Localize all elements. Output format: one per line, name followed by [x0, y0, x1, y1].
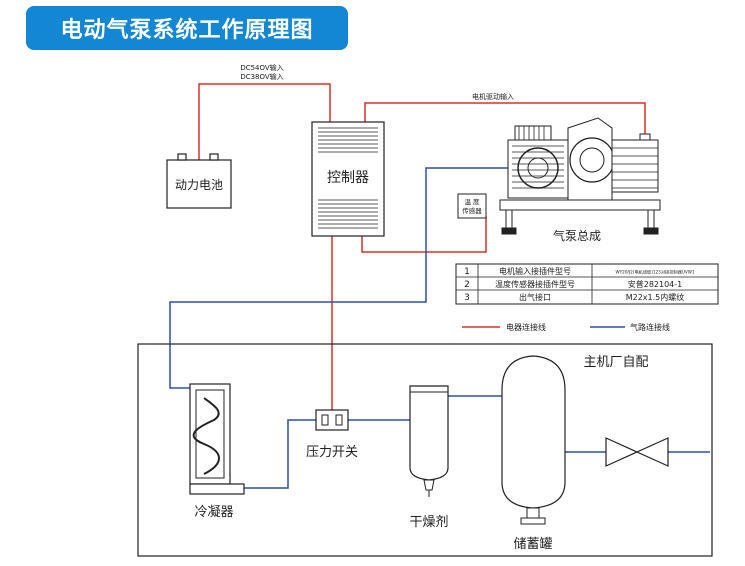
motor-drive-label: 电机驱动输入 — [472, 92, 514, 101]
dryer-label: 干燥剂 — [409, 515, 448, 530]
diagram-title: 电动气泵系统工作原理图 — [60, 18, 314, 43]
spec-row-1-no: 1 — [464, 267, 470, 277]
spec-row-2-item: 温度传感器接插件型号 — [495, 279, 575, 289]
legend-air-label: 气路连接线 — [630, 322, 670, 332]
spec-row-3-item: 出气接口 — [519, 292, 551, 302]
temp-sensor-line — [361, 216, 487, 253]
storage-tank-label: 储蓄罐 — [513, 537, 552, 552]
title-banner: 电动气泵系统工作原理图 — [26, 6, 348, 50]
battery-block: 动力电池 — [166, 153, 232, 209]
storage-tank: 储蓄罐 — [501, 355, 566, 552]
pressure-switch: 压力开关 — [306, 409, 358, 460]
spec-row-2-no: 2 — [464, 280, 470, 290]
spec-row-2-value: 安普282104-1 — [628, 279, 683, 289]
pump-assembly-label: 气泵总成 — [553, 228, 601, 243]
temp-sensor-box: 温 度 传感器 — [457, 193, 487, 219]
temp-sensor-label-1: 温 度 — [464, 197, 480, 206]
spec-row-3-no: 3 — [464, 293, 470, 303]
spec-row-1-item: 电机输入接插件型号 — [499, 266, 571, 276]
oem-region-label: 主机厂自配 — [583, 355, 648, 370]
spec-table: 1 电机输入接插件型号 WY20/J2(电机线缆)123对接控制器UVW1 2 … — [455, 263, 719, 305]
air-connections — [169, 167, 710, 489]
power-input-line — [198, 83, 331, 160]
pump-housing — [567, 117, 613, 201]
electric-connections — [198, 83, 646, 410]
pump-assembly — [499, 117, 661, 235]
condenser-to-switch-line — [244, 419, 316, 489]
oem-region-frame — [137, 343, 713, 557]
power-input-label-1: DC54OV输入 — [240, 63, 283, 72]
temp-sensor-label-2: 传感器 — [462, 206, 482, 215]
battery-label: 动力电池 — [175, 178, 223, 192]
controller-block: 控制器 — [311, 121, 385, 237]
legend-electric-label: 电器连接线 — [506, 322, 546, 332]
pump-fan — [514, 125, 552, 141]
dryer: 干燥剂 — [409, 385, 449, 530]
condenser-label: 冷凝器 — [194, 504, 233, 520]
motor-drive-line — [364, 102, 646, 140]
battery-terminal-neg — [177, 153, 187, 161]
power-input-label-2: DC38OV输入 — [240, 72, 283, 81]
spec-row-1-value: WY20/J2(电机线缆)123对接控制器UVW1 — [615, 269, 694, 276]
valve-icon — [605, 437, 669, 467]
pump-motor — [611, 139, 659, 193]
condenser: 冷凝器 — [189, 383, 245, 520]
controller-label: 控制器 — [327, 170, 369, 186]
spec-row-3-value: M22x1.5内螺纹 — [626, 292, 685, 302]
battery-terminal-pos — [209, 153, 219, 161]
pressure-switch-label: 压力开关 — [306, 445, 358, 460]
pump-base — [499, 199, 661, 211]
pump-to-condenser-line — [169, 167, 520, 389]
